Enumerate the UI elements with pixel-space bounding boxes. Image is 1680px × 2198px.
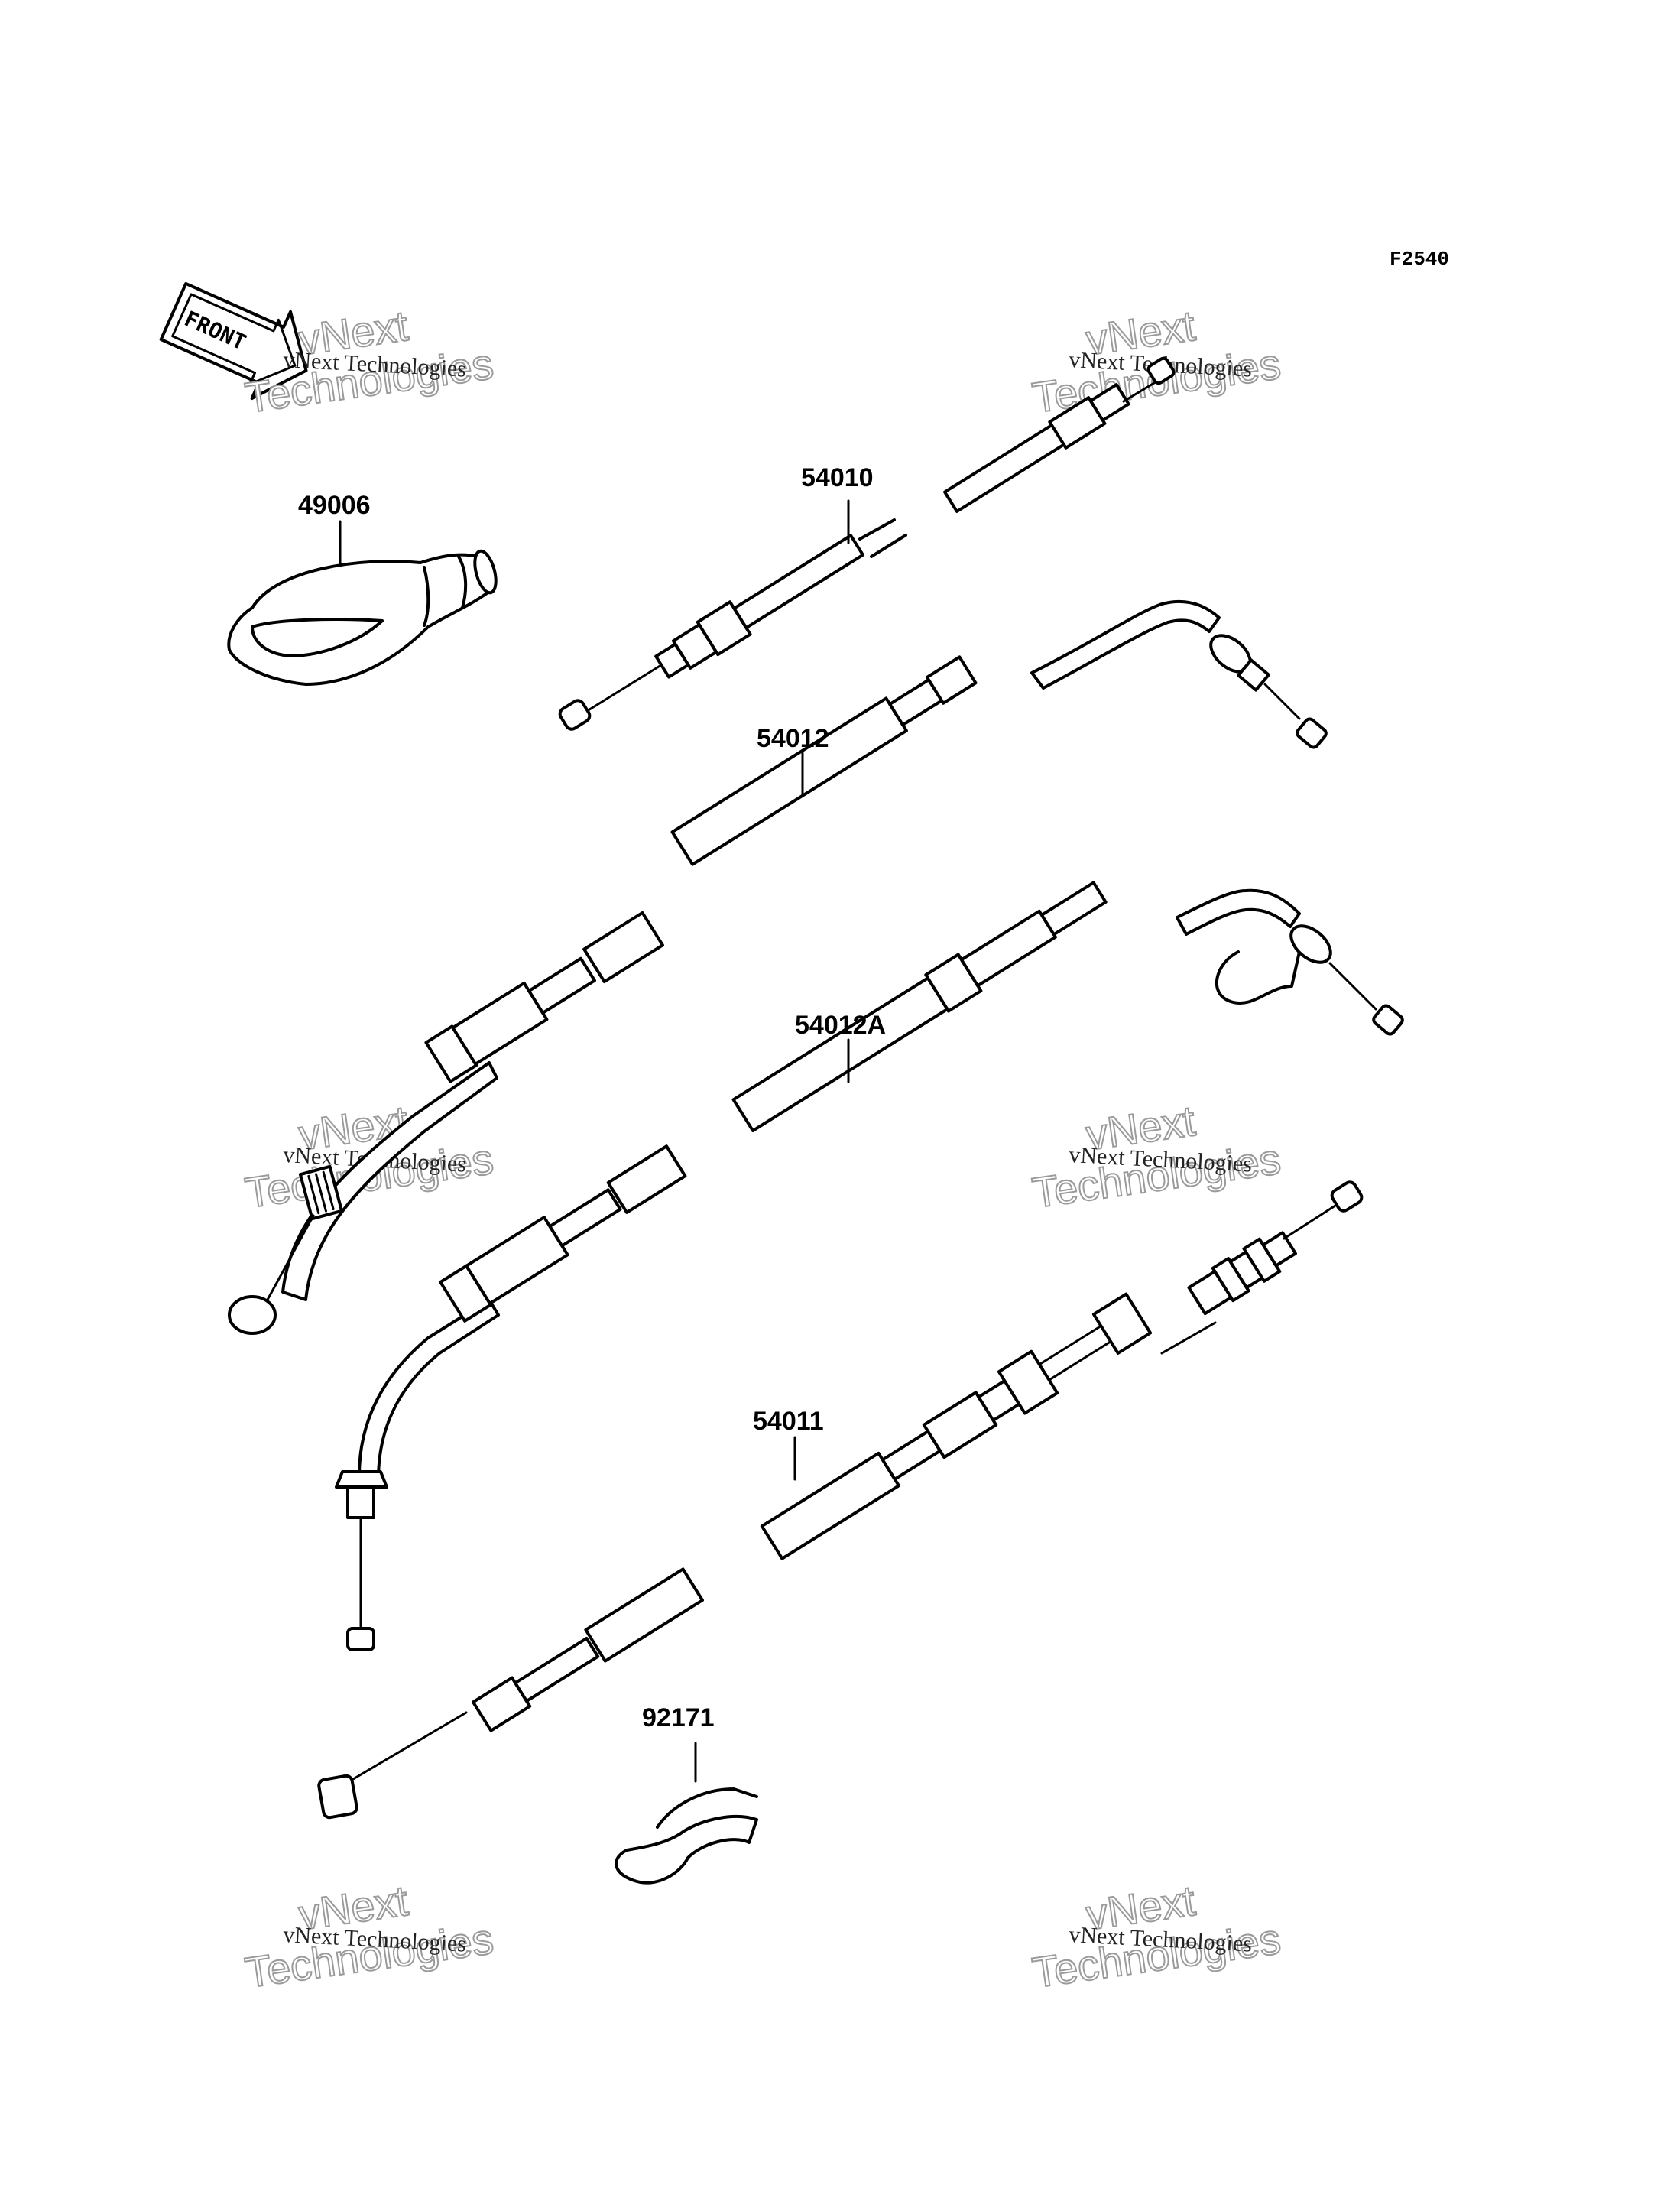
figure-id: F2540 — [1390, 248, 1449, 271]
front-arrow-icon: FRONT — [159, 281, 308, 401]
part-54010-cable — [558, 356, 1176, 731]
callout-54010: 54010 — [801, 463, 874, 492]
callout-92171: 92171 — [642, 1703, 715, 1732]
part-49006-cover — [227, 549, 498, 686]
callout-54011: 54011 — [753, 1407, 824, 1436]
callout-54012: 54012 — [757, 724, 829, 753]
part-54012-cable — [228, 599, 1328, 1335]
part-54011-cable — [317, 1180, 1364, 1820]
callout-54012a: 54012A — [795, 1011, 886, 1040]
part-54012a-cable — [335, 881, 1404, 1651]
callout-49006: 49006 — [298, 491, 371, 520]
part-92171-clamp — [615, 1742, 758, 1885]
